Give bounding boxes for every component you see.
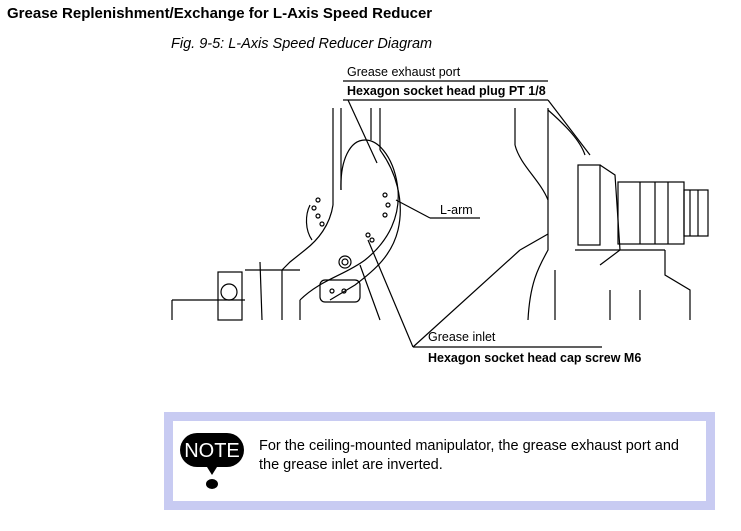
label-grease-inlet: Grease inlet (428, 330, 496, 344)
note-icon: NOTE (180, 433, 244, 489)
section-heading: Grease Replenishment/Exchange for L-Axis… (7, 5, 433, 22)
label-grease-exhaust-port: Grease exhaust port (347, 65, 461, 79)
label-l-arm: L-arm (440, 203, 473, 217)
note-text: For the ceiling-mounted manipulator, the… (259, 438, 679, 473)
note-content: NOTE For the ceiling-mounted manipulator… (173, 421, 706, 501)
note-icon-label: NOTE (184, 440, 240, 462)
label-hex-plug: Hexagon socket head plug PT 1/8 (347, 84, 546, 98)
figure-caption: Fig. 9-5: L-Axis Speed Reducer Diagram (171, 36, 433, 52)
note-box: NOTE For the ceiling-mounted manipulator… (164, 412, 715, 510)
label-cap-screw: Hexagon socket head cap screw M6 (428, 351, 642, 365)
